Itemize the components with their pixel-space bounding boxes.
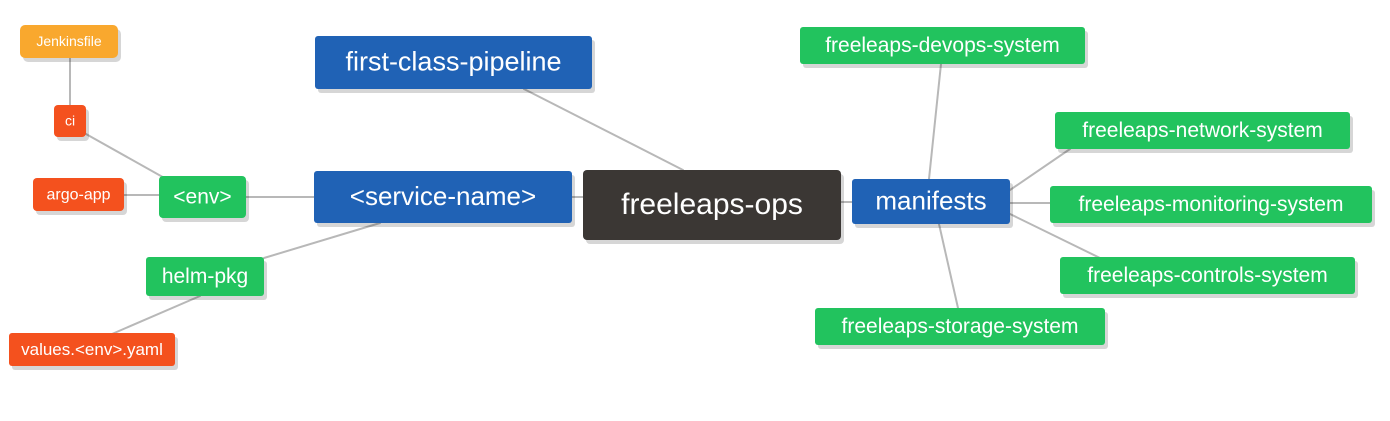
node-label: first-class-pipeline xyxy=(345,47,561,77)
node-label: Jenkinsfile xyxy=(36,33,102,49)
node-freeleaps-devops-system[interactable]: freeleaps-devops-system xyxy=(800,27,1088,68)
node-box[interactable] xyxy=(54,105,86,137)
node-values-env-yaml[interactable]: values.<env>.yaml xyxy=(9,333,178,370)
node-freeleaps-storage-system[interactable]: freeleaps-storage-system xyxy=(815,308,1108,349)
edges-layer xyxy=(69,57,1101,335)
node-box[interactable] xyxy=(146,257,264,296)
node-freeleaps-controls-system[interactable]: freeleaps-controls-system xyxy=(1060,257,1358,298)
node-freeleaps-network-system[interactable]: freeleaps-network-system xyxy=(1055,112,1353,153)
node-manifests[interactable]: manifests xyxy=(852,179,1013,228)
node-label: <env> xyxy=(173,186,231,209)
node-first-class-pipeline[interactable]: first-class-pipeline xyxy=(315,36,595,93)
node-ci[interactable]: ci xyxy=(54,105,89,141)
edge-pipeline-root xyxy=(523,88,684,171)
node-label: ci xyxy=(65,113,75,129)
node-jenkinsfile[interactable]: Jenkinsfile xyxy=(20,25,121,62)
node-box[interactable] xyxy=(20,25,118,58)
node-box[interactable] xyxy=(852,179,1010,224)
node-label: argo-app xyxy=(46,187,110,204)
node-service-name[interactable]: <service-name> xyxy=(314,171,575,227)
node-box[interactable] xyxy=(1055,112,1350,149)
node-label: <service-name> xyxy=(350,181,536,211)
edge-manifests-storage xyxy=(938,223,959,309)
node-freeleaps-ops[interactable]: freeleaps-ops xyxy=(583,170,844,244)
nodes-layer: freeleaps-ops first-class-pipeline <servic… xyxy=(9,25,1375,370)
node-box[interactable] xyxy=(1060,257,1355,294)
node-label: freeleaps-ops xyxy=(621,188,803,221)
node-label: freeleaps-storage-system xyxy=(842,315,1079,338)
node-box[interactable] xyxy=(33,178,124,211)
node-env[interactable]: <env> xyxy=(159,176,249,222)
node-label: values.<env>.yaml xyxy=(21,340,163,359)
edge-helmpkg-service xyxy=(263,222,381,259)
node-argo-app[interactable]: argo-app xyxy=(33,178,127,215)
edge-ci-env xyxy=(85,133,169,181)
node-box[interactable] xyxy=(314,171,572,223)
node-box[interactable] xyxy=(9,333,175,366)
node-label: manifests xyxy=(875,185,986,215)
node-box[interactable] xyxy=(315,36,592,89)
node-label: helm-pkg xyxy=(162,265,248,288)
node-label: freeleaps-devops-system xyxy=(825,34,1060,57)
node-label: freeleaps-controls-system xyxy=(1087,264,1327,287)
node-freeleaps-monitoring-system[interactable]: freeleaps-monitoring-system xyxy=(1050,186,1375,227)
node-label: freeleaps-monitoring-system xyxy=(1079,193,1344,216)
edge-values-helmpkg xyxy=(111,295,201,335)
node-label: freeleaps-network-system xyxy=(1082,119,1322,142)
edge-manifests-network xyxy=(1009,148,1071,191)
node-box[interactable] xyxy=(159,176,246,218)
node-helm-pkg[interactable]: helm-pkg xyxy=(146,257,267,300)
node-box[interactable] xyxy=(583,170,841,240)
node-box[interactable] xyxy=(800,27,1085,64)
node-box[interactable] xyxy=(1050,186,1372,223)
edge-manifests-devops xyxy=(928,63,942,180)
node-box[interactable] xyxy=(815,308,1105,345)
edge-manifests-controls xyxy=(1009,213,1101,259)
